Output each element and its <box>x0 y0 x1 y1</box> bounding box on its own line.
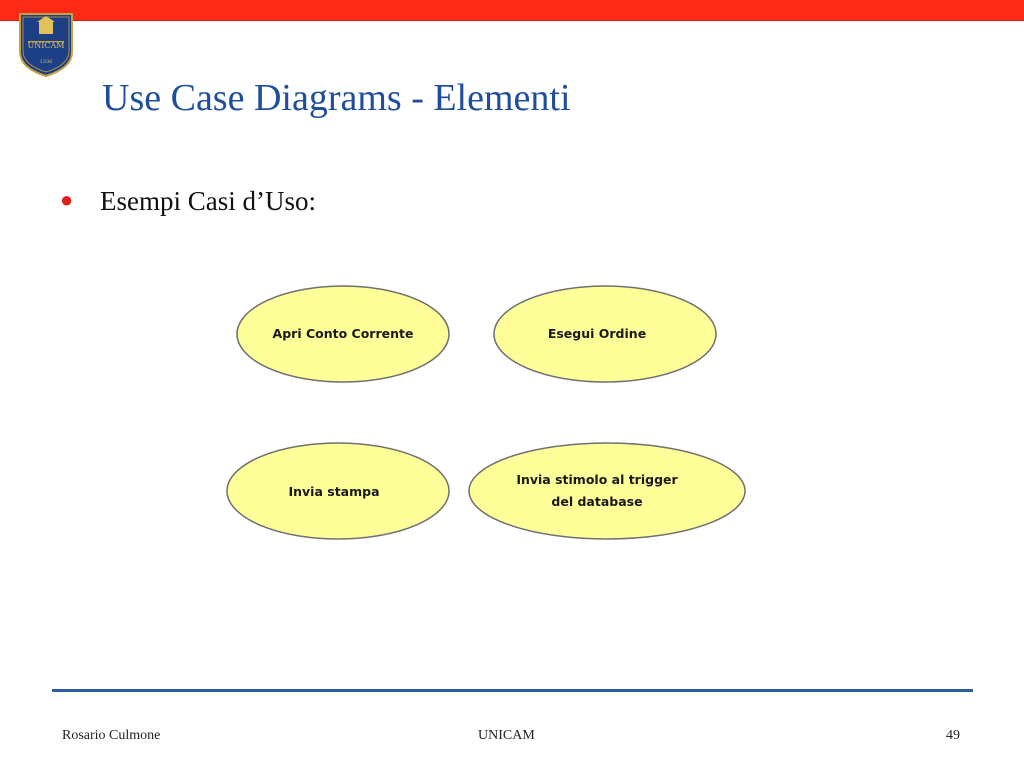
use-case-apri-conto-corrente: Apri Conto Corrente <box>236 285 450 383</box>
footer-divider <box>52 689 973 692</box>
svg-text:UNICAM: UNICAM <box>28 41 65 50</box>
top-accent-bar <box>0 0 1024 21</box>
footer-author: Rosario Culmone <box>62 728 161 743</box>
bullet-item: ● Esempi Casi d’Uso: <box>60 186 316 217</box>
use-case-invia-stampa: Invia stampa <box>226 442 450 540</box>
slide-title: Use Case Diagrams - Elementi <box>102 77 571 119</box>
svg-text:1336: 1336 <box>40 59 53 65</box>
unicam-logo: UNICAM 1336 <box>19 13 73 78</box>
footer-center: UNICAM <box>478 728 535 743</box>
use-case-label: Invia stampa <box>288 484 379 499</box>
bullet-text: Esempi Casi d’Uso: <box>100 186 316 216</box>
page-number: 49 <box>946 728 960 743</box>
use-case-esegui-ordine: Esegui Ordine <box>493 285 717 383</box>
use-case-label-line-1: Invia stimolo al trigger <box>516 472 678 487</box>
use-case-label-line-2: del database <box>551 494 642 509</box>
bullet-dot-icon: ● <box>60 187 74 212</box>
use-case-invia-stimolo: Invia stimolo al trigger del database <box>468 442 746 540</box>
use-case-label: Apri Conto Corrente <box>273 326 414 341</box>
use-case-diagram: Apri Conto Corrente Esegui Ordine Invia … <box>226 285 746 540</box>
use-case-label: Esegui Ordine <box>548 326 646 341</box>
